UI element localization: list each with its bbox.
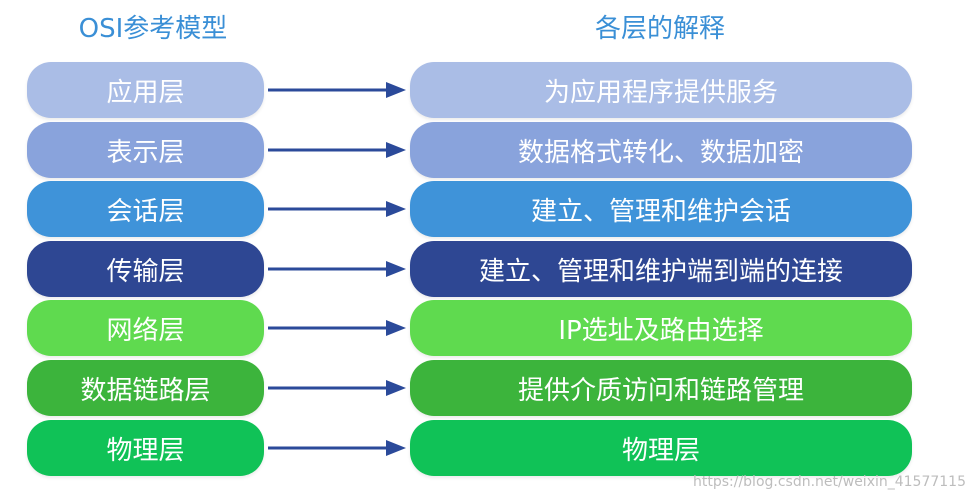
layer-name-box: 网络层 <box>27 300 264 356</box>
layer-description-box: 建立、管理和维护端到端的连接 <box>410 241 912 297</box>
arrow-right-icon <box>266 420 408 476</box>
layer-description-box: 提供介质访问和链路管理 <box>410 360 912 416</box>
arrow-right-icon <box>266 62 408 118</box>
arrow-right-icon <box>266 122 408 178</box>
osi-model-heading: OSI参考模型 <box>78 14 228 44</box>
layer-name-box: 应用层 <box>27 62 264 118</box>
arrow-right-icon <box>266 300 408 356</box>
layer-description-box: 数据格式转化、数据加密 <box>410 122 912 178</box>
arrow-right-icon <box>266 360 408 416</box>
layer-row: 会话层 建立、管理和维护会话 <box>0 181 974 237</box>
layer-name-box: 会话层 <box>27 181 264 237</box>
layer-row: 表示层 数据格式转化、数据加密 <box>0 122 974 178</box>
layer-name-box: 物理层 <box>27 420 264 476</box>
layer-name-box: 表示层 <box>27 122 264 178</box>
arrow-right-icon <box>266 181 408 237</box>
layer-description-box: 物理层 <box>410 420 912 476</box>
layer-name-box: 传输层 <box>27 241 264 297</box>
layer-description-box: IP选址及路由选择 <box>410 300 912 356</box>
arrow-right-icon <box>266 241 408 297</box>
layer-row: 网络层 IP选址及路由选择 <box>0 300 974 356</box>
layer-explanation-heading: 各层的解释 <box>594 14 725 44</box>
watermark: https://blog.csdn.net/weixin_41577115 <box>692 474 966 490</box>
layer-row: 数据链路层 提供介质访问和链路管理 <box>0 360 974 416</box>
layer-description-box: 为应用程序提供服务 <box>410 62 912 118</box>
layer-name-box: 数据链路层 <box>27 360 264 416</box>
layer-row: 应用层 为应用程序提供服务 <box>0 62 974 118</box>
layer-row: 物理层 物理层 <box>0 420 974 476</box>
layer-description-box: 建立、管理和维护会话 <box>410 181 912 237</box>
layer-row: 传输层 建立、管理和维护端到端的连接 <box>0 241 974 297</box>
